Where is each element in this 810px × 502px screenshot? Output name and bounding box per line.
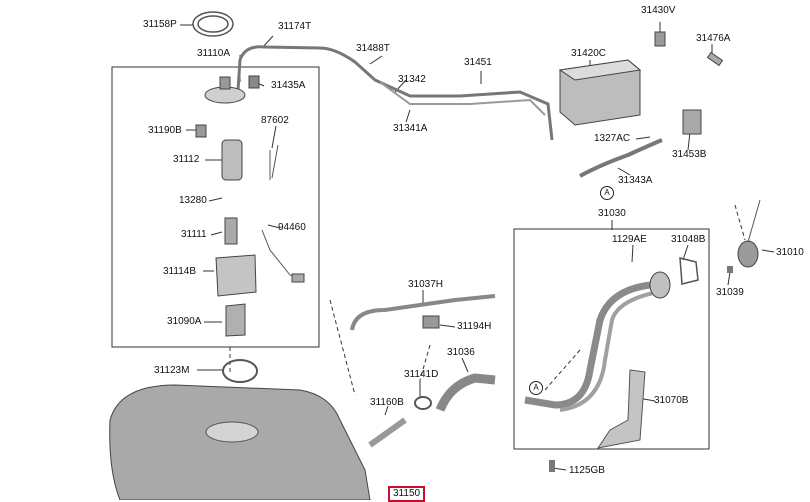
part-label-31341a: 31341A xyxy=(393,123,428,134)
part-label-31194h: 31194H xyxy=(457,321,492,332)
callout-a-mid: A xyxy=(529,381,543,395)
part-label-31111: 31111 xyxy=(181,229,207,240)
part-label-31488t: 31488T xyxy=(356,43,390,54)
sender-ring-part xyxy=(192,11,234,37)
heat-shield-part xyxy=(596,369,646,449)
part-label-31430v: 31430V xyxy=(641,5,676,16)
part-label-31070b: 31070B xyxy=(654,395,689,406)
part-label-31476a: 31476A xyxy=(696,33,731,44)
part-label-31174t: 31174T xyxy=(278,21,312,32)
bracket-part xyxy=(682,109,702,135)
part-label-31090a: 31090A xyxy=(167,316,202,327)
part-label-31141d: 31141D xyxy=(404,369,439,380)
part-label-31451: 31451 xyxy=(464,57,492,68)
part-label-31420c: 31420C xyxy=(571,48,607,59)
hose-31036-part xyxy=(435,373,496,412)
part-label-87602: 87602 xyxy=(261,115,289,126)
part-label-31150-highlighted[interactable]: 31150 xyxy=(388,486,426,502)
part-label-31343a: 31343A xyxy=(618,175,653,186)
gasket-part xyxy=(679,257,699,285)
part-label-1125gb: 1125GB xyxy=(569,465,605,476)
filter-part xyxy=(706,51,724,67)
hose-part xyxy=(579,138,663,178)
clamp-part xyxy=(414,396,432,410)
part-label-31158p: 31158P xyxy=(143,19,177,30)
hose-31037h-part xyxy=(350,294,496,331)
vent-hose-part xyxy=(236,45,554,141)
part-label-31160b: 31160B xyxy=(370,397,404,408)
part-label-31435a: 31435A xyxy=(271,80,306,91)
part-label-31110a: 31110A xyxy=(197,48,230,59)
part-label-31039: 31039 xyxy=(716,287,744,298)
part-label-31453b: 31453B xyxy=(672,149,707,160)
tank-seal-ring-part xyxy=(222,359,258,383)
canister-part xyxy=(558,59,642,126)
valve-part xyxy=(654,31,666,47)
part-label-31030: 31030 xyxy=(598,208,626,219)
part-label-31114b: 31114B xyxy=(163,266,196,277)
clip-part xyxy=(422,315,440,329)
part-label-1129ae: 1129AE xyxy=(612,234,647,245)
callout-a-top: A xyxy=(600,186,614,200)
part-label-31036: 31036 xyxy=(447,347,475,358)
pump-module-part xyxy=(195,76,257,337)
tube-part xyxy=(368,417,407,448)
part-label-31010: 31010 xyxy=(776,247,804,258)
part-label-31112: 31112 xyxy=(173,154,200,165)
part-label-31190b: 31190B xyxy=(148,125,182,136)
part-label-31037h: 31037H xyxy=(408,279,444,290)
filler-neck-part xyxy=(524,281,651,409)
part-label-1327ac: 1327AC xyxy=(594,133,631,144)
part-label-13280: 13280 xyxy=(179,195,207,206)
part-label-31048b: 31048B xyxy=(671,234,706,245)
fuel-cap-part xyxy=(737,240,759,268)
pump-module-box xyxy=(111,66,320,348)
part-label-94460: 94460 xyxy=(278,222,306,233)
fuel-tank-part xyxy=(109,384,371,500)
part-label-31342: 31342 xyxy=(398,74,426,85)
part-label-31123m: 31123M xyxy=(154,365,190,376)
